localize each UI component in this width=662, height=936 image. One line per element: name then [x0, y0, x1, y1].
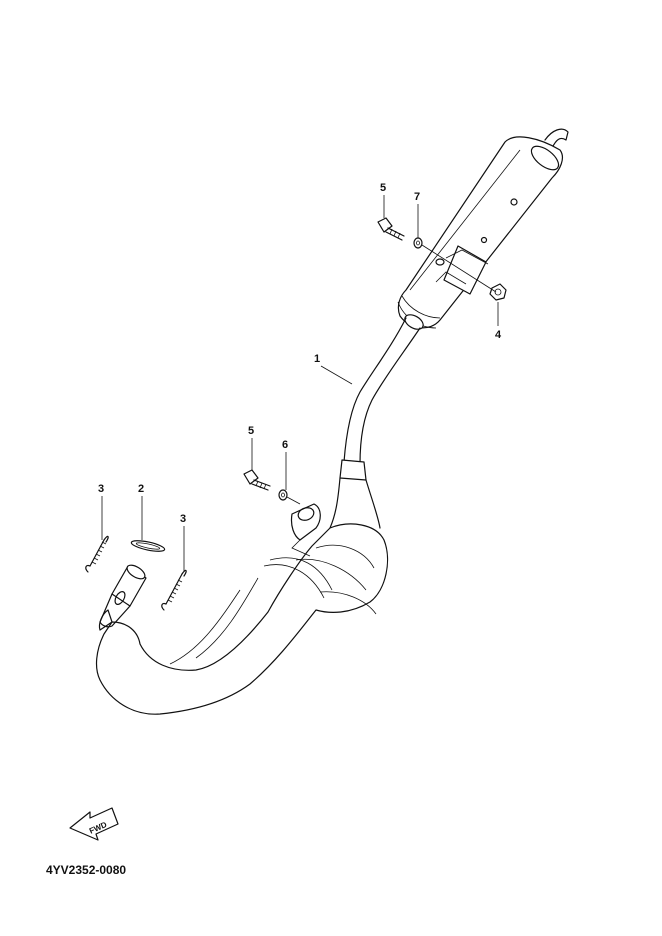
diagram-code: 4YV2352-0080 — [46, 863, 126, 877]
callout-5-lower: 5 — [248, 425, 254, 437]
bolt-lower — [243, 469, 271, 491]
callout-4: 4 — [495, 329, 502, 341]
fwd-arrow-icon: FWD — [69, 807, 119, 841]
callout-3-left: 3 — [98, 483, 104, 495]
callout-7: 7 — [414, 191, 420, 203]
spring-right — [161, 569, 187, 611]
callout-1: 1 — [314, 353, 320, 365]
callout-2: 2 — [138, 483, 144, 495]
callout-5-upper: 5 — [380, 182, 386, 194]
callout-6: 6 — [282, 439, 288, 451]
bolt-upper — [377, 217, 405, 241]
washer-lower — [278, 489, 288, 501]
nut — [489, 283, 507, 301]
expansion-chamber — [95, 503, 389, 715]
callout-3-right: 3 — [180, 513, 186, 525]
spring-left — [85, 535, 109, 573]
silencer — [397, 128, 569, 329]
gasket — [130, 540, 166, 552]
header-pipe — [329, 314, 424, 529]
washer-upper — [413, 237, 423, 249]
